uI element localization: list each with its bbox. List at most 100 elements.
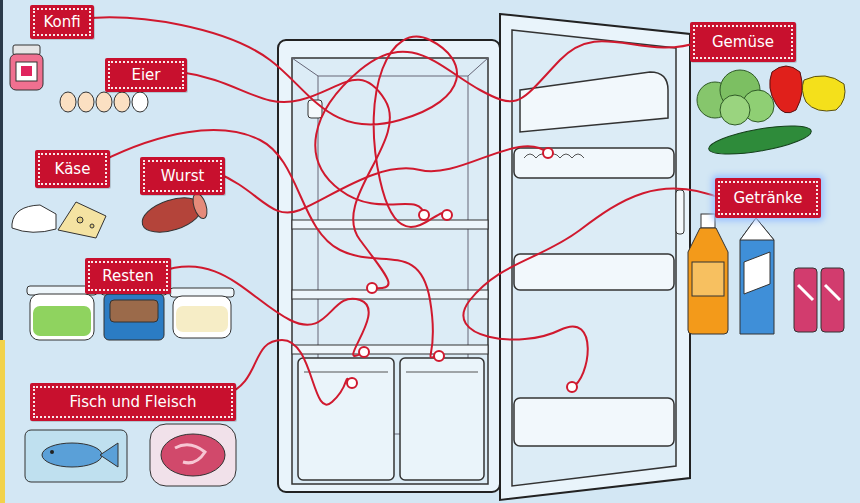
label-tag: Fisch und Fleisch	[30, 383, 236, 421]
maze-end	[359, 347, 369, 357]
maze-line	[100, 130, 439, 357]
maze-line	[315, 41, 700, 215]
maze-line	[225, 340, 352, 405]
meat-pack	[150, 424, 236, 486]
cheese-hole	[90, 224, 94, 228]
drink-can	[794, 268, 817, 332]
door-shelf	[514, 254, 674, 290]
meat-fat	[175, 445, 205, 463]
egg	[132, 92, 148, 112]
tag-text: Käse	[55, 160, 91, 178]
container	[104, 294, 164, 340]
label-tag: Getränke	[715, 178, 821, 218]
door-panel	[512, 30, 676, 486]
egg	[96, 92, 112, 112]
maze-end	[419, 210, 429, 220]
label-tag: Käse	[35, 150, 110, 188]
maze-end	[367, 283, 377, 293]
maze-line	[215, 146, 548, 212]
eggs	[60, 92, 148, 112]
crisper-drawer	[298, 358, 394, 480]
maze-end	[567, 382, 577, 392]
fridge-shelf	[292, 220, 488, 229]
red-pepper	[770, 66, 803, 113]
label-tag: Gemüse	[690, 22, 796, 62]
tag-text: Gemüse	[712, 33, 774, 51]
label-tag: Konfi	[30, 5, 94, 39]
maze-end	[543, 148, 553, 158]
salami-cut	[190, 192, 209, 220]
egg	[78, 92, 94, 112]
fish	[42, 443, 102, 467]
egg	[114, 92, 130, 112]
maze-line	[160, 267, 369, 356]
container	[30, 294, 94, 340]
salami	[138, 191, 210, 239]
perspective-line	[468, 58, 488, 76]
maze-line	[463, 188, 725, 387]
fish-pack	[25, 430, 127, 482]
egg-rack	[514, 148, 674, 178]
maze-line	[70, 17, 457, 226]
maze-lines	[70, 17, 725, 404]
crisper-drawer	[400, 358, 484, 480]
tag-text: Fisch und Fleisch	[69, 393, 196, 411]
door-compartment	[520, 72, 668, 132]
tag-text: Resten	[102, 267, 153, 285]
tag-text: Getränke	[734, 189, 803, 207]
label-tag: Eier	[105, 58, 187, 92]
fridge-shelf	[292, 290, 488, 299]
jar-mark	[21, 66, 32, 76]
tray	[150, 424, 236, 486]
drawer-edge	[406, 372, 478, 373]
can-stripe	[798, 285, 813, 300]
lettuce-leaf	[720, 95, 750, 125]
milk-carton	[740, 218, 774, 334]
vegetables	[697, 66, 845, 160]
fridge-shelf	[292, 345, 488, 354]
maze-end	[434, 351, 444, 361]
bottle-label	[692, 262, 724, 296]
door-handle	[676, 190, 684, 234]
fish-tail	[100, 443, 118, 467]
juice-bottle	[688, 228, 728, 334]
jar-label	[16, 62, 37, 81]
jam-jar	[10, 45, 43, 90]
door-shelf	[514, 398, 674, 446]
meat	[161, 434, 225, 476]
fish-eye	[50, 450, 54, 454]
bottle-cap	[701, 214, 715, 228]
maze-end	[442, 210, 452, 220]
leftover-containers	[27, 286, 234, 340]
carton-label	[744, 252, 770, 294]
egg-holders	[524, 154, 584, 158]
perspective-line	[292, 58, 318, 76]
door-outline	[500, 14, 690, 500]
cheese-hole	[77, 217, 83, 223]
container-food	[176, 306, 228, 332]
fridge-door	[500, 14, 690, 500]
container-food	[110, 300, 158, 322]
drinks	[688, 214, 844, 334]
can-stripe	[825, 285, 840, 300]
drink-can	[821, 268, 844, 332]
maze-ends	[347, 148, 577, 392]
soft-cheese	[12, 205, 56, 232]
tag-text: Eier	[131, 66, 160, 84]
jar-body	[10, 54, 43, 90]
page-edge	[0, 340, 5, 503]
label-tag: Wurst	[140, 157, 225, 195]
cucumber	[707, 120, 813, 160]
tag-text: Konfi	[43, 13, 80, 31]
egg	[60, 92, 76, 112]
hard-cheese	[58, 202, 106, 238]
drawer-edge	[304, 372, 388, 373]
tray	[25, 430, 127, 482]
yellow-pepper	[802, 76, 845, 111]
container	[173, 296, 231, 338]
container-food	[33, 306, 91, 336]
cheese	[12, 202, 106, 238]
tag-text: Wurst	[161, 167, 205, 185]
maze-end	[347, 378, 357, 388]
